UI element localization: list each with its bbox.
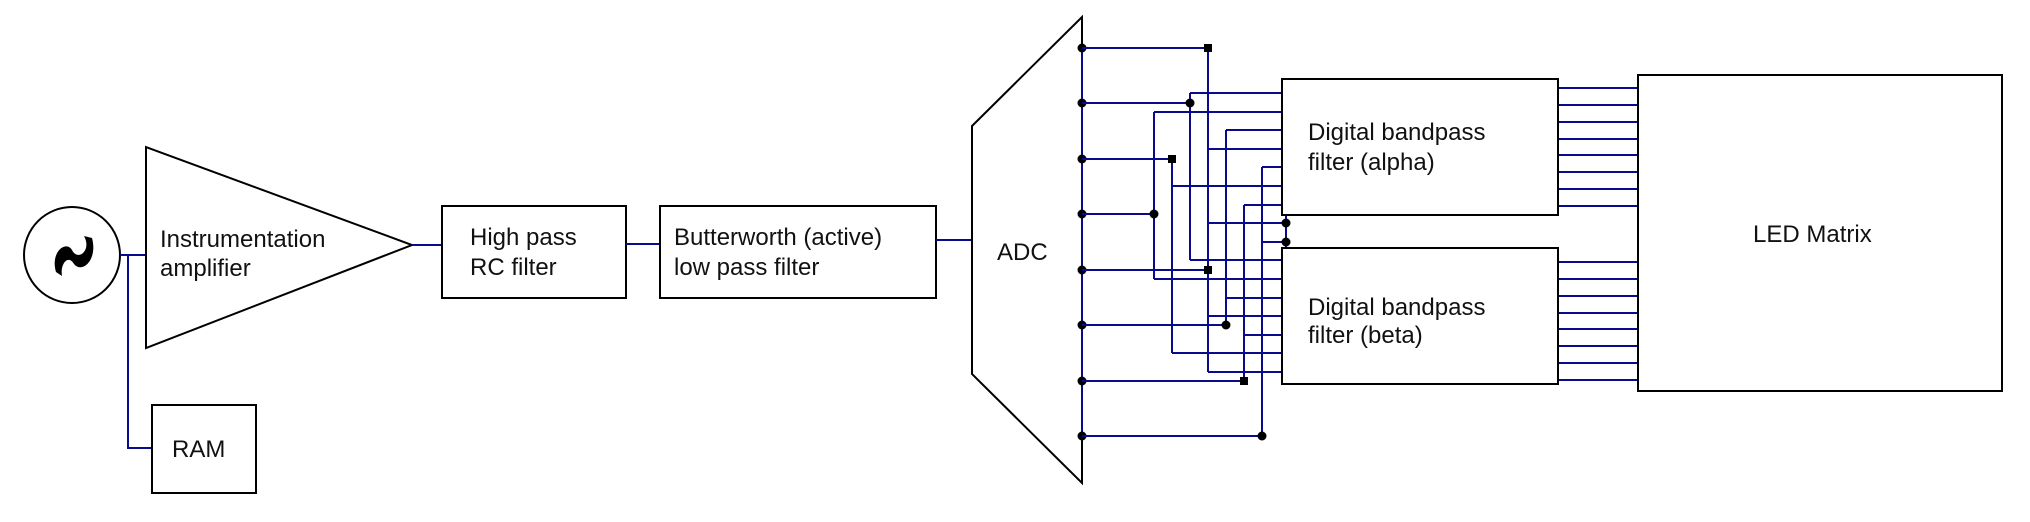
highpass-box bbox=[441, 205, 627, 299]
adc-filter-routing bbox=[1077, 43, 1291, 441]
highpass-label-line2: RC filter bbox=[470, 254, 557, 281]
highpass-filter-block: High pass RC filter bbox=[441, 205, 627, 299]
butterworth-label-line1: Butterworth (active) bbox=[674, 224, 882, 251]
routing-junction bbox=[1257, 431, 1267, 441]
ram-label: RAM bbox=[172, 436, 225, 463]
beta-filter-box bbox=[1281, 247, 1559, 385]
routing-junction bbox=[1149, 209, 1159, 219]
ram-block: RAM bbox=[151, 404, 257, 494]
adc-block: ADC bbox=[971, 14, 1083, 486]
adc-label: ADC bbox=[997, 239, 1048, 266]
alpha-label-line1: Digital bandpass bbox=[1308, 119, 1485, 146]
butterworth-box bbox=[659, 205, 937, 299]
adc-trapezoid bbox=[971, 14, 1083, 486]
alpha-bandpass-filter-block: Digital bandpass filter (alpha) bbox=[1281, 78, 1559, 216]
amplifier-triangle bbox=[145, 145, 415, 350]
beta-bandpass-filter-block: Digital bandpass filter (beta) bbox=[1281, 247, 1559, 385]
ac-signal-source-icon bbox=[54, 236, 94, 276]
routing-junction bbox=[1185, 98, 1195, 108]
routing-junction bbox=[1221, 320, 1231, 330]
amplifier-label-line1: Instrumentation bbox=[160, 226, 325, 253]
ram-box bbox=[151, 404, 257, 494]
butterworth-filter-block: Butterworth (active) low pass filter bbox=[659, 205, 937, 299]
wire-source-ram bbox=[127, 255, 152, 449]
filter-input-node bbox=[1281, 218, 1291, 228]
amplifier-label-line2: amplifier bbox=[160, 255, 251, 282]
butterworth-label-line2: low pass filter bbox=[674, 254, 819, 281]
instrumentation-amplifier: Instrumentation amplifier bbox=[145, 145, 415, 350]
alpha-filter-box bbox=[1281, 78, 1559, 216]
ac-signal-source bbox=[23, 206, 121, 304]
beta-label-line1: Digital bandpass bbox=[1308, 294, 1485, 321]
filter-led-bus bbox=[1558, 87, 1638, 381]
crossover-junction bbox=[1204, 44, 1212, 52]
led-matrix-block: LED Matrix bbox=[1637, 74, 2003, 392]
led-matrix-box bbox=[1637, 74, 2003, 392]
filter-input-node bbox=[1281, 237, 1291, 247]
led-matrix-label: LED Matrix bbox=[1753, 221, 1872, 248]
beta-label-line2: filter (beta) bbox=[1308, 322, 1423, 349]
highpass-label-line1: High pass bbox=[470, 224, 577, 251]
crossover-junction bbox=[1168, 155, 1176, 163]
crossover-junction bbox=[1204, 266, 1212, 274]
crossover-junction bbox=[1240, 377, 1248, 385]
alpha-label-line2: filter (alpha) bbox=[1308, 149, 1435, 176]
